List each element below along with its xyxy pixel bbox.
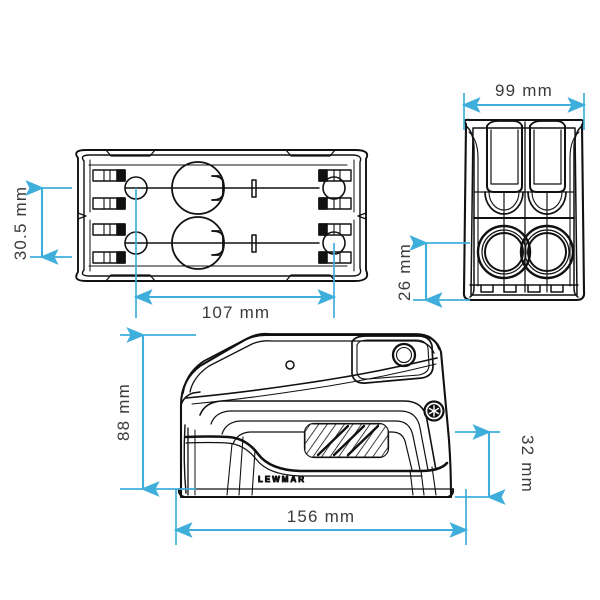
- front-outline-inner: [470, 127, 578, 296]
- dim-label-88mm: 88 mm: [114, 383, 133, 441]
- dimension-32mm: 32 mm: [455, 424, 537, 505]
- side-hood-left-end: [180, 391, 201, 406]
- top-port-circle-inner: [395, 346, 413, 364]
- front-flank-left-2: [468, 131, 479, 287]
- side-rib-b: [238, 436, 244, 496]
- top-port-recess: [351, 335, 434, 384]
- vent-grille-hatch: [305, 424, 388, 457]
- keyhole-upper-neck: [211, 175, 224, 201]
- slot-marker-lower: [251, 234, 257, 253]
- top-port-circle: [391, 342, 417, 368]
- top-lip-notch-b: [285, 149, 336, 157]
- rope-opening-right-mid: [524, 229, 570, 275]
- side-rib-c: [251, 450, 256, 496]
- front-base-feet: [480, 284, 564, 293]
- rope-opening-left-mid: [481, 229, 527, 275]
- side-left-edge-c: [183, 424, 187, 494]
- side-rib-a: [226, 443, 233, 496]
- side-view: LEWMAR: [177, 332, 455, 499]
- bottom-lip-notch-b: [285, 274, 336, 282]
- dim-label-30-5mm: 30.5 mm: [11, 186, 30, 261]
- screw-boss-outer: [423, 400, 445, 422]
- dimension-156mm: 156 mm: [173, 489, 469, 545]
- keyhole-lower-body: [171, 216, 225, 270]
- side-strap: [184, 435, 449, 473]
- side-strap-2: [185, 441, 423, 477]
- dim-label-99mm: 99 mm: [495, 81, 553, 100]
- drum-cap-left: [486, 120, 523, 127]
- side-base-plate: [177, 488, 455, 498]
- side-rib-f: [431, 466, 437, 496]
- bottom-lip-notch-a: [105, 274, 156, 282]
- brand-logo-text: LEWMAR: [258, 475, 306, 484]
- dim-label-156mm: 156 mm: [287, 507, 356, 526]
- front-view: [462, 118, 586, 302]
- front-flank-right-2: [569, 131, 580, 287]
- right-wall-split: [357, 212, 367, 220]
- keyhole-upper-body: [171, 161, 225, 215]
- side-midpanel-3: [221, 420, 421, 471]
- top-rim-lines: [88, 164, 348, 267]
- dim-label-32mm: 32 mm: [518, 435, 537, 493]
- top-port-recess-inner: [356, 339, 430, 380]
- drum-housing-left-inner: [490, 129, 519, 185]
- front-outline-outer: [462, 118, 586, 302]
- dim-label-107mm: 107 mm: [202, 303, 271, 322]
- hood-vent-hole: [285, 360, 295, 370]
- dimension-99mm: 99 mm: [461, 81, 587, 130]
- side-hood-top: [182, 332, 440, 394]
- top-outline-outer: [75, 149, 369, 282]
- top-outline-inner: [81, 154, 362, 277]
- drum-housing-right-inner: [533, 129, 562, 185]
- left-wall-split: [77, 212, 87, 220]
- top-lip-notch-a: [105, 149, 156, 157]
- side-hood-crease: [185, 357, 438, 399]
- side-rib-d: [409, 469, 414, 496]
- rope-opening-right-outer: [519, 224, 575, 280]
- rope-opening-right-inner: [527, 232, 567, 272]
- screw-boss-slots: [428, 405, 440, 417]
- dim-label-26mm: 26 mm: [395, 243, 414, 301]
- keyhole-lower-neck: [211, 230, 224, 256]
- rope-opening-left-outer: [476, 224, 532, 280]
- dimension-88mm: 88 mm: [114, 327, 196, 497]
- dimension-107mm: 107 mm: [133, 188, 337, 322]
- mount-tabs-left: [92, 169, 126, 264]
- rope-opening-left-inner: [484, 232, 524, 272]
- mount-tabs-right: [318, 169, 352, 264]
- side-midpanel-2: [210, 410, 429, 471]
- bolt-hole-upper-right: [322, 176, 346, 200]
- dimension-30-5mm: 30.5 mm: [11, 180, 72, 265]
- side-rib-e: [420, 470, 425, 496]
- slot-marker-upper: [251, 179, 257, 198]
- dimension-26mm: 26 mm: [395, 235, 470, 308]
- drum-cap-right: [529, 120, 566, 127]
